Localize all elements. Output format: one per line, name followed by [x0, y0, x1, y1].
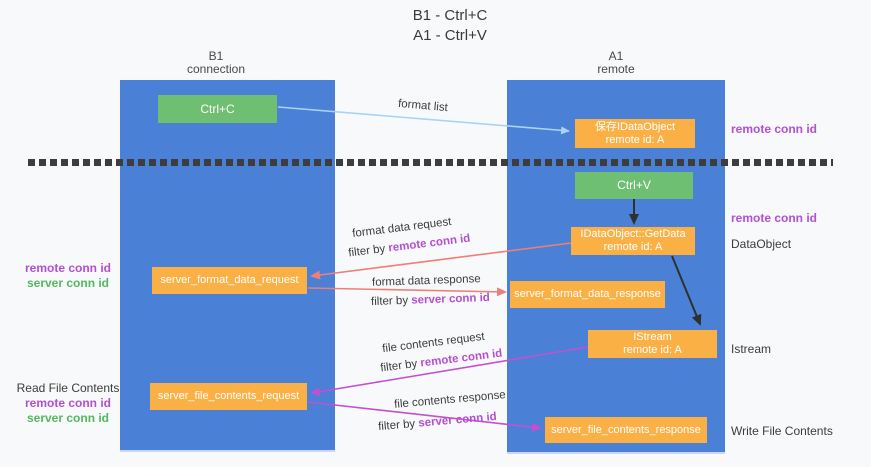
right-remote-conn-id-top-label: remote conn id [731, 122, 818, 136]
ctrl-v-label: Ctrl+V [617, 178, 651, 192]
left-conn-id-labels: remote conn id server conn id [8, 261, 128, 291]
write-file-contents-label: Write File Contents [731, 424, 833, 438]
getdata-remote-id: remote id: A [603, 241, 663, 253]
save-dataobject-remote-id: remote id: A [605, 133, 665, 146]
left-server-conn-id-label: server conn id [26, 276, 110, 290]
right-remote-conn-id-mid-label: remote conn id [731, 211, 818, 225]
format-list-annotation: format list [397, 97, 449, 115]
left-column-header: B1 connection [116, 50, 316, 76]
file-contents-response-filter-annotation: filter by server conn id [377, 410, 498, 434]
read-file-contents-label: Read File Contents [16, 381, 120, 395]
save-dataobject-node: 保存IDataObject remote id: A [575, 119, 695, 148]
istream-title: IStream [633, 331, 672, 343]
right-column-name: A1 [608, 49, 624, 63]
getdata-node: IDataObject::GetData remote id: A [571, 227, 695, 255]
istream-node: IStream remote id: A [588, 330, 717, 358]
getdata-title: IDataObject::GetData [580, 228, 686, 240]
right-column-subtitle: remote [597, 62, 635, 76]
diagram-title: B1 - Ctrl+C A1 - Ctrl+V [300, 6, 600, 46]
file-contents-response-annotation: file contents response [393, 389, 507, 411]
server-file-contents-response-label: server_file_contents_response [551, 423, 701, 436]
save-dataobject-title: 保存IDataObject [594, 120, 676, 133]
left-column-subtitle: connection [186, 62, 246, 76]
title-line-a1: A1 - Ctrl+V [413, 27, 487, 44]
ctrl-c-node: Ctrl+C [158, 95, 277, 123]
server-format-data-request-label: server_format_data_request [160, 274, 299, 286]
ctrl-v-node: Ctrl+V [575, 172, 693, 199]
format-data-response-filter-annotation: filter by server conn id [370, 291, 491, 309]
phase-divider-dashed-line [28, 159, 833, 166]
server-file-contents-response-node: server_file_contents_response [545, 417, 707, 443]
dataobject-label: DataObject [731, 237, 792, 251]
server-file-contents-request-node: server_file_contents_request [150, 383, 307, 410]
read-file-contents-group: Read File Contents remote conn id server… [8, 381, 128, 426]
left-column-name: B1 [208, 49, 224, 63]
ctrl-c-label: Ctrl+C [200, 101, 235, 116]
server-format-data-response-node: server_format_data_response [510, 281, 665, 308]
left-bottom-server-conn-id-label: server conn id [26, 411, 110, 425]
server-format-data-response-label: server_format_data_response [514, 288, 661, 300]
right-column-header: A1 remote [516, 50, 716, 76]
left-bottom-remote-conn-id-label: remote conn id [24, 396, 111, 410]
istream-remote-id: remote id: A [623, 344, 682, 356]
server-file-contents-request-label: server_file_contents_request [157, 390, 300, 402]
format-data-response-annotation: format data response [371, 273, 481, 289]
server-format-data-request-node: server_format_data_request [152, 267, 307, 294]
title-line-b1: B1 - Ctrl+C [412, 7, 488, 24]
left-remote-conn-id-label: remote conn id [24, 261, 111, 275]
istream-side-label: Istream [731, 342, 772, 356]
